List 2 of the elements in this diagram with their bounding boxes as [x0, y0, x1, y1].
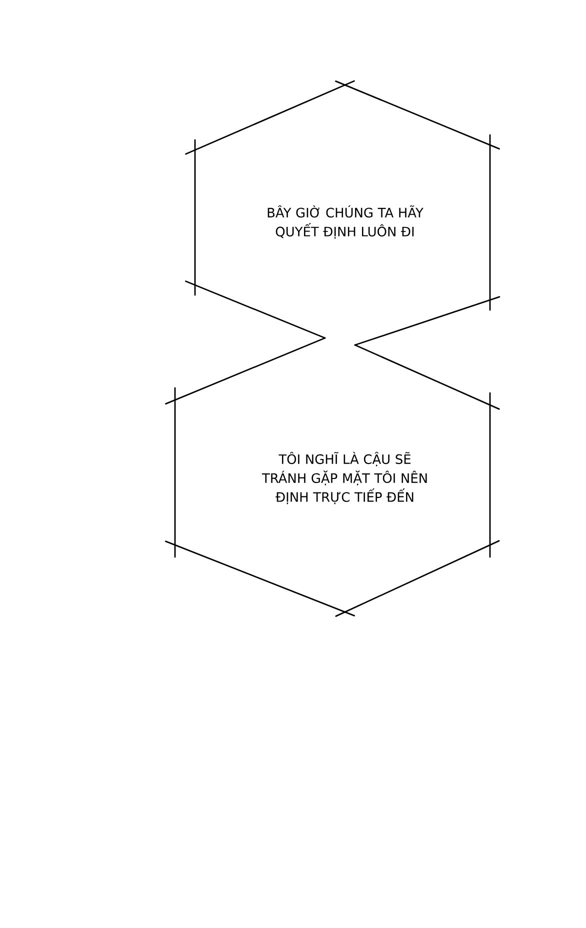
speech-bubble: BÂY GIỜ CHÚNG TA HÃY QUYẾT ĐỊNH LUÔN ĐI [185, 80, 500, 346]
speech-bubble: TÔI NGHĨ LÀ CẬU SẼ TRÁNH GẶP MẶT TÔI NÊN ĐỊNH TRỰC TIẾP ĐẾN [165, 337, 500, 617]
